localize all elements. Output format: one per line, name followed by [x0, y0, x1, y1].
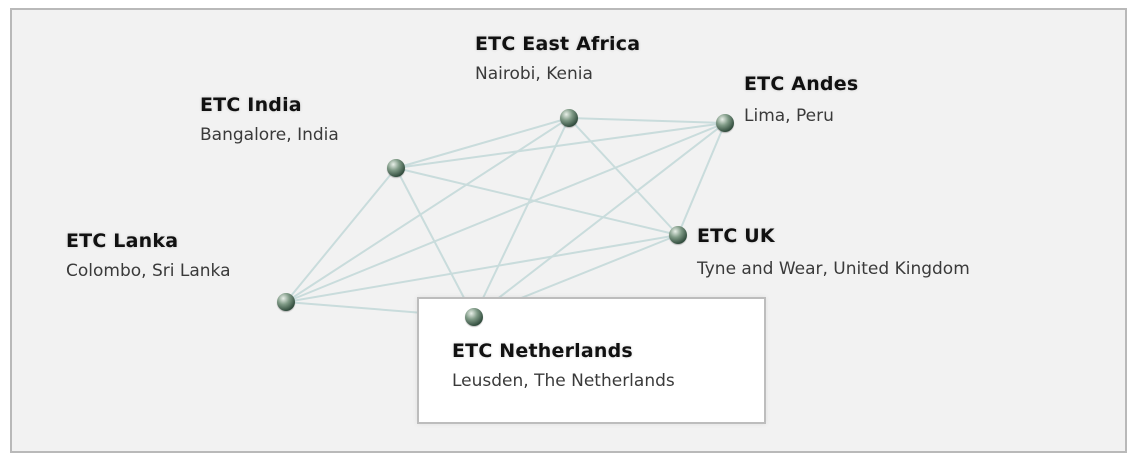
label-east-africa: ETC East Africa Nairobi, Kenia [475, 33, 640, 84]
link-eastafrica-netherlands [473, 117, 570, 318]
link-india-eastafrica [395, 117, 570, 169]
label-india: ETC India Bangalore, India [200, 94, 339, 145]
node-andes[interactable] [716, 114, 734, 132]
node-name: ETC Netherlands [452, 340, 633, 362]
label-uk-name: ETC UK [697, 225, 775, 247]
node-name: ETC East Africa [475, 33, 641, 55]
node-lanka[interactable] [277, 293, 295, 311]
node-location: Nairobi, Kenia [475, 64, 593, 84]
link-india-andes [395, 122, 726, 169]
link-lanka-uk [285, 234, 679, 303]
label-lanka: ETC Lanka Colombo, Sri Lanka [66, 230, 231, 281]
link-india-uk [395, 167, 679, 236]
link-andes-netherlands [473, 122, 726, 318]
label-netherlands: ETC Netherlands Leusden, The Netherlands [452, 340, 675, 391]
link-eastafrica-lanka [285, 117, 570, 303]
link-india-netherlands [395, 167, 475, 318]
node-name: ETC UK [697, 225, 775, 247]
label-andes-place: Lima, Peru [744, 106, 834, 126]
node-location: Colombo, Sri Lanka [66, 261, 231, 281]
link-eastafrica-andes [568, 117, 726, 124]
node-location: Bangalore, India [200, 125, 339, 145]
link-andes-uk [677, 122, 726, 236]
node-netherlands[interactable] [465, 308, 483, 326]
node-name: ETC Lanka [66, 230, 179, 252]
node-india[interactable] [387, 159, 405, 177]
node-location: Tyne and Wear, United Kingdom [697, 259, 970, 279]
node-location: Lima, Peru [744, 106, 834, 126]
label-uk-place: Tyne and Wear, United Kingdom [697, 259, 970, 279]
node-uk[interactable] [669, 226, 687, 244]
link-eastafrica-uk [568, 117, 679, 236]
node-name: ETC India [200, 94, 302, 116]
link-andes-lanka [285, 122, 726, 303]
link-india-lanka [285, 167, 397, 303]
node-location: Leusden, The Netherlands [452, 371, 675, 391]
node-east-africa[interactable] [560, 109, 578, 127]
label-andes-name: ETC Andes [744, 73, 858, 95]
node-name: ETC Andes [744, 73, 859, 95]
